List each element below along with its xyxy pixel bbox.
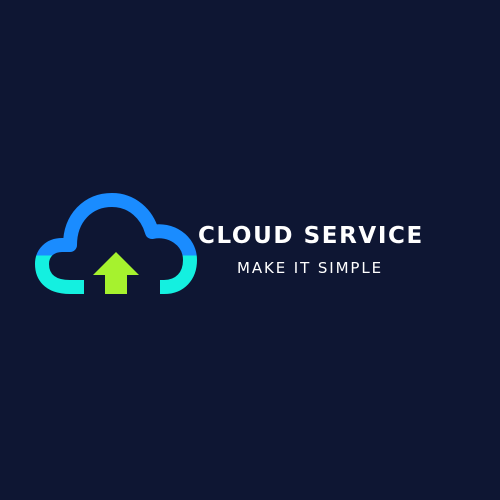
cloud-upload-icon [35,193,197,294]
tagline: MAKE IT SIMPLE [237,259,384,277]
cloud-outline [35,193,197,294]
upload-arrow [93,252,139,294]
brand-name: CLOUD SERVICE [198,223,424,249]
